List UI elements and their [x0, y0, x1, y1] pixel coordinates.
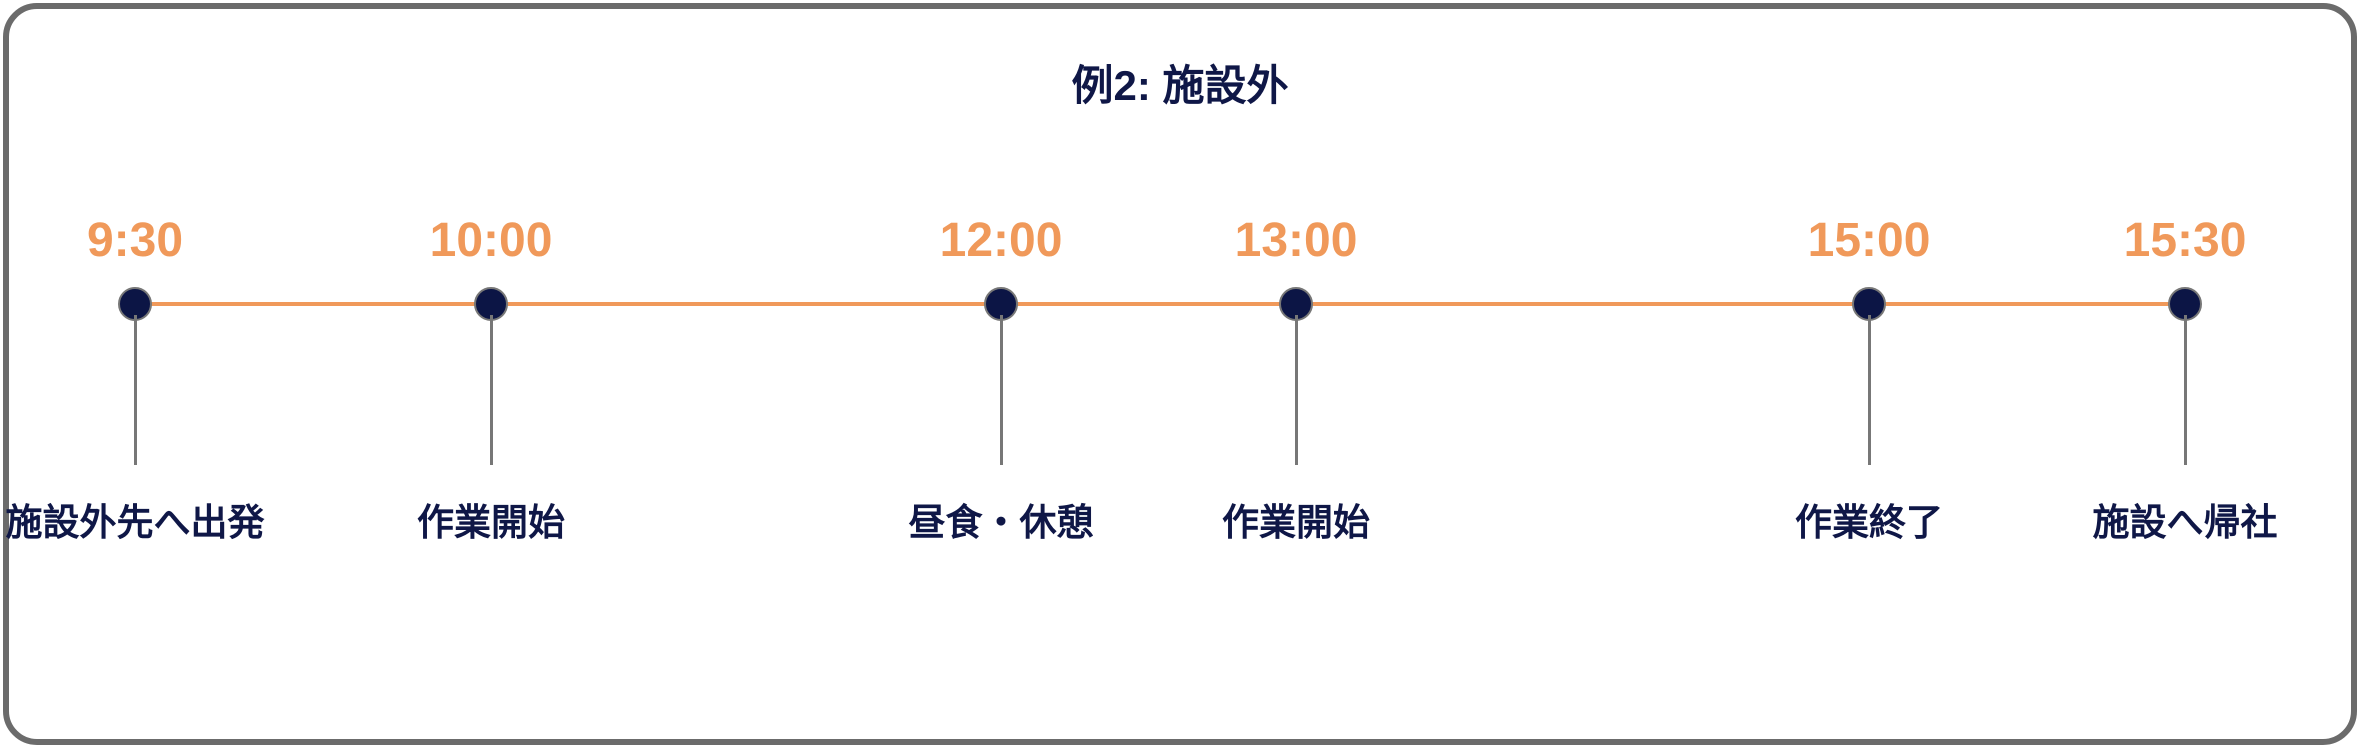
event-time: 12:00: [939, 214, 1063, 267]
event-label: 作業開始: [417, 502, 565, 543]
event-time: 9:30: [86, 214, 184, 267]
event-connector: [134, 315, 137, 465]
event-time: 15:30: [2123, 214, 2247, 267]
event-connector: [1295, 315, 1298, 465]
event-label: 施設外先へ出発: [5, 502, 265, 543]
event-connector: [1868, 315, 1871, 465]
event-time: 13:00: [1234, 214, 1358, 267]
diagram-frame: [3, 3, 2357, 745]
event-time: 10:00: [429, 214, 553, 267]
timeline-axis: [135, 302, 2185, 306]
event-label: 施設へ帰社: [2092, 502, 2278, 543]
event-label: 昼食・休憩: [908, 502, 1094, 543]
event-time: 15:00: [1807, 214, 1931, 267]
event-connector: [2184, 315, 2187, 465]
event-label: 作業開始: [1222, 502, 1370, 543]
event-label: 作業終了: [1795, 502, 1943, 543]
event-connector: [1000, 315, 1003, 465]
diagram-title: 例2: 施設外: [1071, 62, 1289, 109]
event-connector: [490, 315, 493, 465]
